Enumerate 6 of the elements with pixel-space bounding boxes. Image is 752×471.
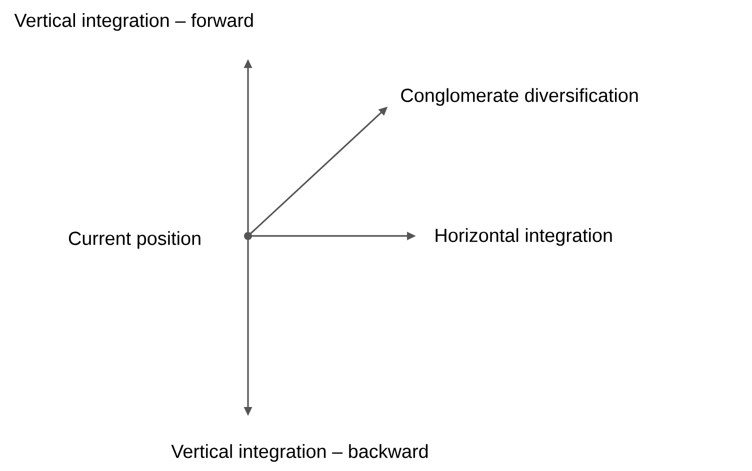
beside-label: Current position [68, 231, 200, 249]
node-label: Conglomerate diversification [401, 88, 638, 106]
origin-dot [244, 232, 252, 240]
node-label: Vertical integration – backward [171, 444, 428, 462]
node-label: Vertical integration – forward [14, 13, 253, 31]
node-label: Horizontal integration [436, 228, 612, 246]
